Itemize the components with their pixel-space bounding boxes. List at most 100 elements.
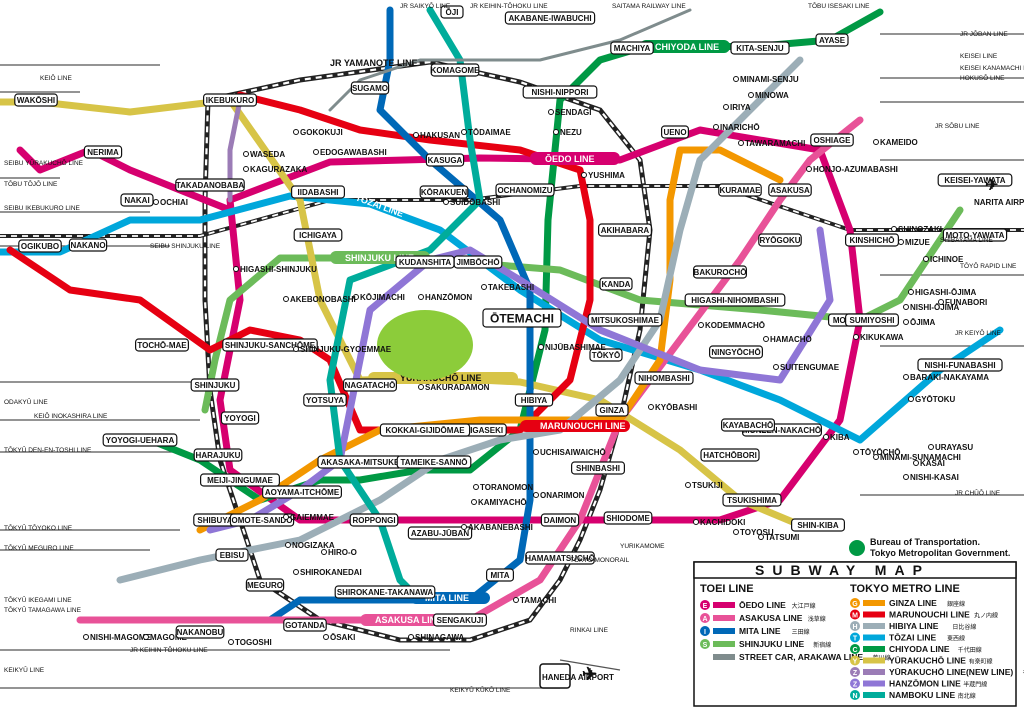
station-togoshi[interactable]: TOGOSHI bbox=[228, 638, 272, 647]
station-shinjuku[interactable]: SHINJUKU bbox=[190, 378, 240, 392]
station-kudanshita[interactable]: KUDANSHITA bbox=[395, 255, 455, 269]
station-ginza[interactable]: GINZA bbox=[595, 403, 629, 417]
station-mizue[interactable]: MIZUE bbox=[898, 238, 931, 247]
station-iriya[interactable]: IRIYA bbox=[723, 103, 751, 112]
station-ikebukuro[interactable]: IKEBUKURO bbox=[203, 93, 258, 107]
station-uchisaiwaicho[interactable]: UCHISAIWAICHŌ bbox=[533, 448, 606, 457]
station-shirokane-takanawa[interactable]: SHIROKANE-TAKANAWA bbox=[334, 585, 436, 599]
station-toyocho[interactable]: TŌYŌCHŌ bbox=[853, 448, 901, 457]
station-daimon[interactable]: DAIMON bbox=[540, 513, 580, 527]
station-korakuen[interactable]: KŌRAKUEN bbox=[419, 185, 469, 199]
station-bakurocho[interactable]: BAKUROCHŌ bbox=[692, 265, 747, 279]
station-kasai[interactable]: KASAI bbox=[913, 459, 945, 468]
station-higashi-nihombashi[interactable]: HIGASHI-NIHOMBASHI bbox=[684, 293, 786, 307]
station-ryogoku[interactable]: RYŌGOKU bbox=[758, 233, 802, 247]
station-tamachi[interactable]: TAMACHI bbox=[513, 596, 557, 605]
station-nakai[interactable]: NAKAI bbox=[120, 193, 154, 207]
station-higashi-shinjuku[interactable]: HIGASHI-SHINJUKU bbox=[233, 265, 318, 274]
station-urayasu[interactable]: URAYASU bbox=[928, 443, 974, 452]
station-ningyocho[interactable]: NINGYŌCHŌ bbox=[708, 345, 763, 359]
station-nakanobu[interactable]: NAKANOBU bbox=[175, 625, 225, 639]
station-tsukiji[interactable]: TSUKIJI bbox=[685, 481, 723, 490]
station-mita[interactable]: MITA bbox=[486, 568, 515, 582]
station-magome[interactable]: MAGOME bbox=[143, 633, 188, 642]
station-harajuku[interactable]: HARAJUKU bbox=[193, 448, 243, 462]
station-machiya[interactable]: MACHIYA bbox=[610, 41, 654, 55]
station-shinbashi[interactable]: SHINBASHI bbox=[570, 461, 625, 475]
station-kodemmacho[interactable]: KODEMMACHŌ bbox=[698, 321, 766, 330]
station-higashi-ojima[interactable]: HIGASHI-ŌJIMA bbox=[908, 288, 977, 297]
station-baraki-nakayama[interactable]: BARAKI-NAKAYAMA bbox=[903, 373, 990, 382]
station-otemachi[interactable]: ŌTEMACHI bbox=[482, 308, 562, 328]
station-ochiai[interactable]: OCHIAI bbox=[153, 198, 189, 207]
station-hamacho[interactable]: HAMACHŌ bbox=[763, 335, 812, 344]
station-osaki[interactable]: ŌSAKI bbox=[323, 633, 356, 642]
station-oshiage[interactable]: OSHIAGE bbox=[810, 133, 854, 147]
station-nishi-nippori[interactable]: NISHI-NIPPORI bbox=[522, 85, 598, 99]
station-nishi-kasai[interactable]: NISHI-KASAI bbox=[903, 473, 959, 482]
station-kikukawa[interactable]: KIKUKAWA bbox=[853, 333, 904, 342]
station-tokyo[interactable]: TŌKYŌ bbox=[589, 348, 623, 362]
station-takebashi[interactable]: TAKEBASHI bbox=[481, 283, 535, 292]
station-kyobashi[interactable]: KYŌBASHI bbox=[648, 403, 698, 412]
station-meguro[interactable]: MEGURO bbox=[245, 578, 285, 592]
station-oji[interactable]: ŌJI bbox=[440, 5, 464, 19]
station-ueno[interactable]: UENO bbox=[660, 125, 689, 139]
station-onarimon[interactable]: ONARIMON bbox=[533, 491, 585, 500]
station-minami-senju[interactable]: MINAMI-SENJU bbox=[733, 75, 799, 84]
station-funabori[interactable]: FUNABORI bbox=[938, 298, 988, 307]
station-sendagi[interactable]: SENDAGI bbox=[548, 108, 592, 117]
station-todaimae[interactable]: TŌDAIMAE bbox=[461, 128, 512, 137]
station-akabane-iwabuchi[interactable]: AKABANE-IWABUCHI bbox=[504, 11, 596, 25]
station-sumiyoshi[interactable]: SUMIYOSHI bbox=[844, 313, 899, 327]
station-kasuga[interactable]: KASUGA bbox=[425, 153, 465, 167]
station-toranomon[interactable]: TORANOMON bbox=[473, 483, 534, 492]
station-roppongi[interactable]: ROPPONGI bbox=[349, 513, 399, 527]
station-komagome[interactable]: KOMAGOME bbox=[431, 63, 481, 77]
station-hibiya[interactable]: HIBIYA bbox=[514, 393, 554, 407]
station-yushima[interactable]: YUSHIMA bbox=[581, 171, 626, 180]
station-nishi-ojima[interactable]: NISHI-ŌJIMA bbox=[903, 303, 960, 312]
station-ichinoe[interactable]: ICHINOE bbox=[923, 255, 965, 264]
station-kameido[interactable]: KAMEIDO bbox=[873, 138, 918, 147]
station-yotsuya[interactable]: YOTSUYA bbox=[303, 393, 347, 407]
station-nerima[interactable]: NERIMA bbox=[83, 145, 123, 159]
station-gaiemmae[interactable]: GAIEMMAE bbox=[283, 513, 335, 522]
station-gyotoku[interactable]: GYŌTOKU bbox=[908, 395, 956, 404]
station-ebisu[interactable]: EBISU bbox=[215, 548, 249, 562]
station-hatchobori[interactable]: HATCHŌBORI bbox=[700, 448, 760, 462]
station-jimbocho[interactable]: JIMBŌCHŌ bbox=[453, 255, 503, 269]
station-keisei-yawata[interactable]: KEISEI-YAWATA bbox=[937, 173, 1013, 187]
station-nagatacho[interactable]: NAGATACHŌ bbox=[343, 378, 398, 392]
station-waseda[interactable]: WASEDA bbox=[243, 150, 286, 159]
station-nijubashimae[interactable]: NIJŪBASHIMAE bbox=[538, 343, 607, 352]
station-shinjuku-gyoemmae[interactable]: SHINJUKU-GYOEMMAE bbox=[293, 345, 392, 354]
station-wakoshi[interactable]: WAKŌSHI bbox=[14, 93, 58, 107]
station-tatsumi[interactable]: TATSUMI bbox=[758, 533, 800, 542]
station-ojima[interactable]: ŌJIMA bbox=[903, 318, 936, 327]
station-kita-senju[interactable]: KITA-SENJU bbox=[730, 41, 790, 55]
station-ichigaya[interactable]: ICHIGAYA bbox=[293, 228, 343, 242]
station-meiji-jingumae[interactable]: MEIJI-JINGUMAE bbox=[200, 473, 281, 487]
station-nishi-magome[interactable]: NISHI-MAGOME bbox=[83, 633, 152, 642]
station-hanzomon[interactable]: HANZŌMON bbox=[418, 293, 473, 302]
station-honjo-azumabashi[interactable]: HONJO-AZUMABASHI bbox=[806, 165, 898, 174]
station-tsukishima[interactable]: TSUKISHIMA bbox=[722, 493, 782, 507]
station-nishi-funabashi[interactable]: NISHI-FUNABASHI bbox=[917, 358, 1003, 372]
station-kokkai-gijidomae[interactable]: KOKKAI-GIJIDŌMAE bbox=[379, 423, 471, 437]
station-omote-sando[interactable]: OMOTE-SANDŌ bbox=[229, 513, 295, 527]
station-inaricho[interactable]: INARICHŌ bbox=[713, 123, 760, 132]
station-nezu[interactable]: NEZU bbox=[553, 128, 583, 137]
station-ayase[interactable]: AYASE bbox=[815, 33, 849, 47]
station-kachidoki[interactable]: KACHIDOKI bbox=[693, 518, 746, 527]
station-kagurazaka[interactable]: KAGURAZAKA bbox=[243, 165, 308, 174]
station-nihombashi[interactable]: NIHOMBASHI bbox=[634, 371, 694, 385]
station-shirokanedai[interactable]: SHIROKANEDAI bbox=[293, 568, 362, 577]
station-ochanomizu[interactable]: OCHANOMIZU bbox=[495, 183, 555, 197]
station-minowa[interactable]: MINOWA bbox=[748, 91, 789, 100]
station-suidobashi[interactable]: SUIDŌBASHI bbox=[443, 198, 501, 207]
station-nakano[interactable]: NAKANO bbox=[68, 238, 108, 252]
station-shinozaki[interactable]: SHINOZAKI bbox=[891, 225, 943, 234]
station-kiba[interactable]: KIBA bbox=[823, 433, 850, 442]
station-shin-kiba[interactable]: SHIN-KIBA bbox=[790, 518, 845, 532]
